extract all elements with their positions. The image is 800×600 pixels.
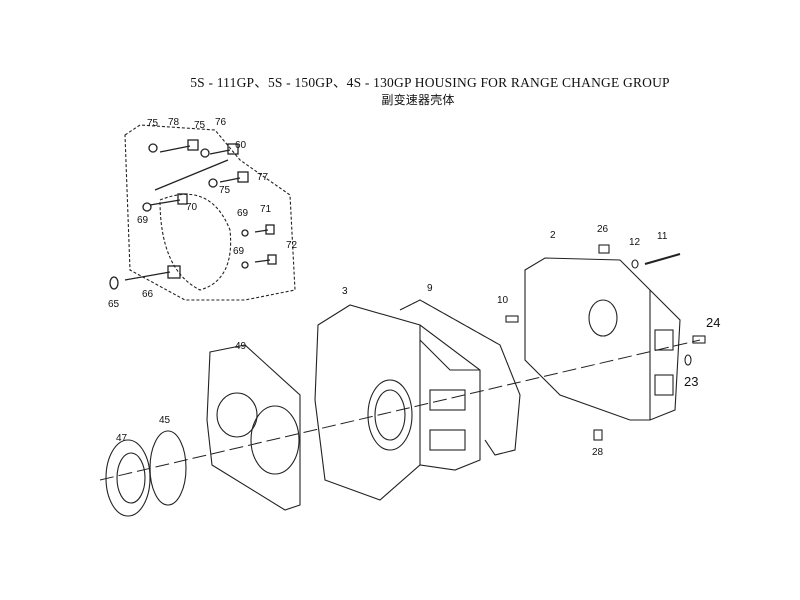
callout-66: 66 [142, 289, 154, 300]
callout-71: 71 [260, 204, 272, 215]
housing-2 [524, 257, 681, 421]
callout-26: 26 [597, 224, 609, 235]
callout-69: 69 [137, 215, 149, 226]
callout-75: 75 [194, 120, 206, 131]
o-ring-45 [149, 430, 187, 506]
callout-75: 75 [147, 118, 159, 129]
callout-60: 60 [235, 140, 247, 151]
housing-3 [314, 304, 481, 501]
callout-72: 72 [286, 240, 298, 251]
callout-45: 45 [159, 415, 171, 426]
dowel-10 [505, 315, 519, 323]
gasket-9 [399, 299, 521, 456]
rear-housing-outline [124, 124, 296, 301]
callout-3: 3 [342, 286, 348, 297]
callout-9: 9 [427, 283, 433, 294]
diagram-title-chinese: 副变速器壳体 [381, 93, 455, 107]
callout-78: 78 [168, 117, 180, 128]
callout-10: 10 [497, 295, 509, 306]
sensor-24 [692, 335, 706, 344]
callout-70: 70 [186, 202, 198, 213]
seal-47 [105, 439, 151, 517]
callout-24: 24 [706, 315, 721, 330]
callout-69: 69 [233, 246, 245, 257]
diagram-title: 5S - 111GP、5S - 150GP、4S - 130GP HOUSING… [190, 75, 670, 90]
callout-28: 28 [592, 447, 604, 458]
callout-23: 23 [684, 374, 699, 389]
callout-2: 2 [550, 230, 556, 241]
bolt-11 [644, 253, 681, 265]
o-ring-23 [684, 354, 692, 366]
callout-11: 11 [657, 231, 668, 242]
callout-12: 12 [629, 237, 641, 248]
plug-26 [598, 244, 610, 254]
assembly-axis [99, 339, 701, 481]
callout-49: 49 [235, 341, 247, 352]
callout-77: 77 [257, 172, 269, 183]
washer-12 [631, 259, 639, 269]
plug-28 [593, 429, 603, 441]
bolts-group [109, 139, 277, 290]
callout-69: 69 [237, 208, 249, 219]
callout-65: 65 [108, 299, 120, 310]
callout-75: 75 [219, 185, 231, 196]
callout-76: 76 [215, 117, 227, 128]
gasket-49 [206, 344, 301, 511]
callout-47: 47 [116, 433, 128, 444]
